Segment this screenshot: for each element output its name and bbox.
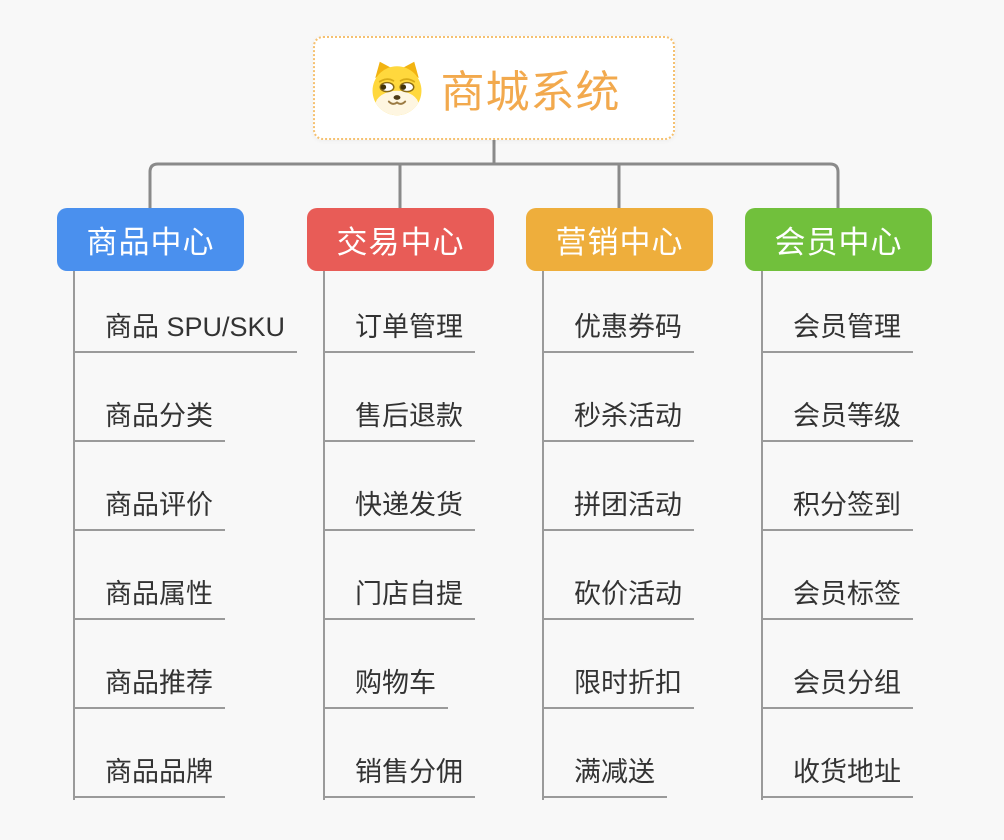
child-node[interactable]: 商品评价 [73,485,225,531]
child-node[interactable]: 会员分组 [761,663,913,709]
child-node-label: 限时折扣 [574,668,682,698]
doge-face-icon [372,61,421,116]
child-node-label: 订单管理 [355,312,463,342]
root-title: 商城系统 [440,68,621,117]
child-node[interactable]: 商品品牌 [73,752,225,798]
branch-node-3[interactable]: 营销中心 [526,208,713,271]
child-node[interactable]: 满减送 [542,752,667,798]
child-node[interactable]: 积分签到 [761,485,913,531]
branch-node-1[interactable]: 商品中心 [57,208,244,271]
root-node[interactable]: 商城系统 [313,36,675,140]
child-node[interactable]: 会员等级 [761,396,913,442]
child-node[interactable]: 限时折扣 [542,663,694,709]
child-node-label: 商品品牌 [105,757,213,787]
child-node[interactable]: 优惠券码 [542,307,694,353]
branch-children-connector [73,271,75,800]
child-node-label: 销售分佣 [355,757,463,787]
child-node[interactable]: 会员管理 [761,307,913,353]
child-node[interactable]: 商品 SPU/SKU [73,307,298,353]
child-node-label: 满减送 [574,757,655,787]
child-node[interactable]: 秒杀活动 [542,396,694,442]
child-node[interactable]: 收货地址 [761,752,913,798]
child-node-label: 商品分类 [105,401,213,431]
child-node-label: 购物车 [355,668,436,698]
branch-children-connector [323,271,325,800]
child-node-label: 商品评价 [105,490,213,520]
child-node-label: 秒杀活动 [574,401,682,431]
branch-label: 会员中心 [774,225,903,260]
branch-label: 营销中心 [555,225,684,260]
branch-node-2[interactable]: 交易中心 [307,208,494,271]
child-node[interactable]: 商品推荐 [73,663,225,709]
child-node[interactable]: 拼团活动 [542,485,694,531]
child-node[interactable]: 商品分类 [73,396,225,442]
connector-bus [148,162,840,209]
child-node[interactable]: 会员标签 [761,574,913,620]
child-node-label: 快递发货 [355,490,463,520]
child-node-label: 拼团活动 [574,490,682,520]
child-node-label: 积分签到 [793,490,901,520]
child-node[interactable]: 快递发货 [323,485,475,531]
child-node[interactable]: 售后退款 [323,396,475,442]
child-node[interactable]: 砍价活动 [542,574,694,620]
child-node[interactable]: 订单管理 [323,307,475,353]
branch-label: 交易中心 [336,225,465,260]
child-node-label: 商品推荐 [105,668,213,698]
child-node[interactable]: 商品属性 [73,574,225,620]
child-node-label: 优惠券码 [574,312,682,342]
child-node[interactable]: 销售分佣 [323,752,475,798]
child-node-label: 门店自提 [355,579,463,609]
child-node-label: 砍价活动 [574,579,682,609]
child-node[interactable]: 门店自提 [323,574,475,620]
child-node-label: 商品属性 [105,579,213,609]
child-node-label: 会员等级 [793,401,901,431]
branch-children-connector [542,271,544,800]
child-node-label: 会员标签 [793,579,901,609]
child-node-label: 会员分组 [793,668,901,698]
child-node-label: 商品 SPU/SKU [105,312,286,342]
child-node-label: 收货地址 [793,757,901,787]
branch-label: 商品中心 [86,225,215,260]
child-node-label: 售后退款 [355,401,463,431]
child-node[interactable]: 购物车 [323,663,448,709]
child-node-label: 会员管理 [793,312,901,342]
branch-children-connector [761,271,763,800]
branch-node-4[interactable]: 会员中心 [745,208,932,271]
